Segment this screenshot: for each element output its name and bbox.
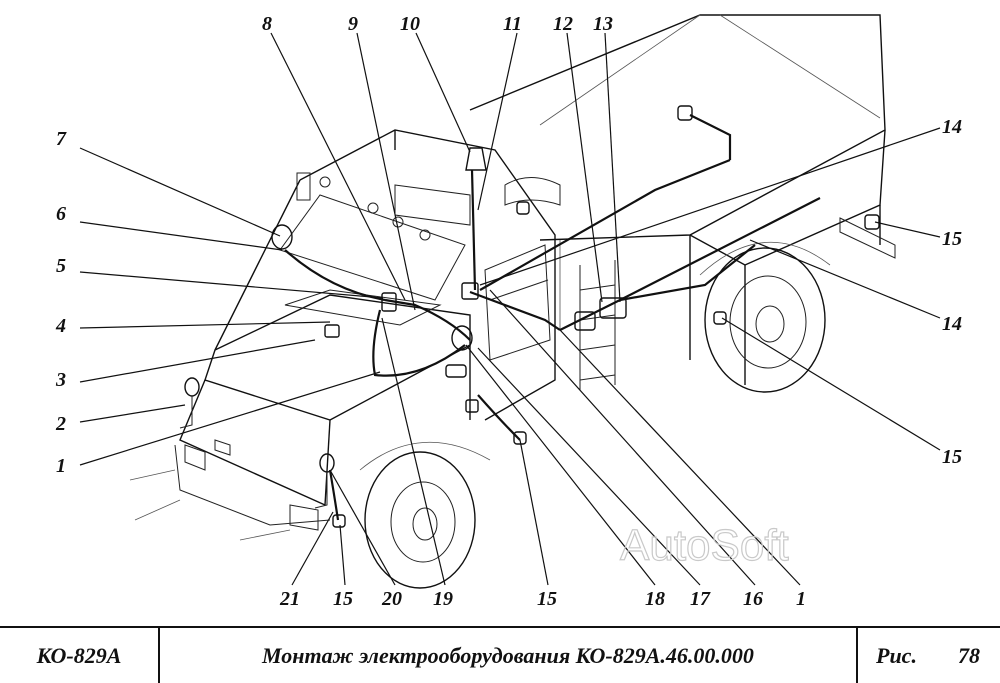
callout-10: 10 [400, 13, 420, 35]
callout-6: 6 [56, 203, 66, 225]
searchlight-icon [271, 224, 293, 250]
switch-box-icon [461, 282, 479, 300]
marker-lamp-icon [516, 201, 530, 215]
callout-15-front: 15 [333, 588, 353, 610]
side-ladder [579, 260, 616, 390]
marker-lamp-icon [713, 311, 727, 325]
callout-16: 16 [743, 588, 763, 610]
relay-box-icon [445, 364, 467, 378]
callout-3: 3 [55, 369, 66, 391]
figure-cell: Рис. 78 [858, 628, 1000, 683]
plug-icon [465, 399, 479, 413]
figure-label: Рис. [876, 642, 917, 668]
callout-14-top: 14 [942, 116, 962, 138]
callout-1-left: 1 [56, 455, 66, 477]
callout-7: 7 [56, 128, 67, 150]
callout-1-right: 1 [796, 588, 806, 610]
callout-17: 17 [690, 588, 711, 610]
wiring-diagram: 7 6 5 4 3 2 1 8 9 10 11 12 13 14 15 14 1… [55, 13, 962, 610]
work-lamp-icon [451, 325, 473, 351]
callout-8: 8 [262, 13, 272, 35]
callout-15-right-bottom: 15 [942, 446, 962, 468]
title-block: КО-829А Монтаж электрооборудования КО-82… [0, 626, 1000, 683]
callout-20: 20 [381, 588, 402, 610]
switch-box-icon [324, 324, 340, 338]
callout-21: 21 [279, 588, 300, 610]
headlamp-icon [184, 377, 200, 397]
marker-lamp-icon [864, 214, 880, 230]
marker-lamp-icon [677, 105, 693, 121]
callout-19: 19 [433, 588, 453, 610]
front-wheel [359, 441, 491, 589]
callout-11: 11 [503, 13, 522, 35]
callout-numbers: 7 6 5 4 3 2 1 8 9 10 11 12 13 14 15 14 1… [55, 13, 962, 610]
watermark: AutoSoft [620, 521, 789, 570]
callout-9: 9 [348, 13, 358, 35]
leader-lines [79, 32, 941, 586]
callout-5: 5 [56, 255, 66, 277]
callout-14-bottom: 14 [942, 313, 962, 335]
junction-box-icon [599, 297, 627, 319]
model-cell: КО-829А [0, 628, 160, 683]
callout-2: 2 [55, 413, 66, 435]
callout-13: 13 [593, 13, 613, 35]
callout-15-right-top: 15 [942, 228, 962, 250]
marker-lamp-icon [513, 431, 527, 445]
callout-4: 4 [55, 315, 66, 337]
figure-number: 78 [958, 642, 980, 668]
callout-12: 12 [553, 13, 573, 35]
truck-hood [129, 289, 471, 541]
junction-box-icon [574, 311, 596, 331]
rear-wheel [699, 241, 831, 393]
callout-15-bottom: 15 [537, 588, 557, 610]
switch-box-icon [381, 292, 397, 312]
drawing-title: Монтаж электрооборудования КО-829А.46.00… [160, 628, 858, 683]
beacon-lamp-icon [465, 147, 487, 171]
marker-lamp-icon [332, 514, 346, 528]
callout-18: 18 [645, 588, 665, 610]
